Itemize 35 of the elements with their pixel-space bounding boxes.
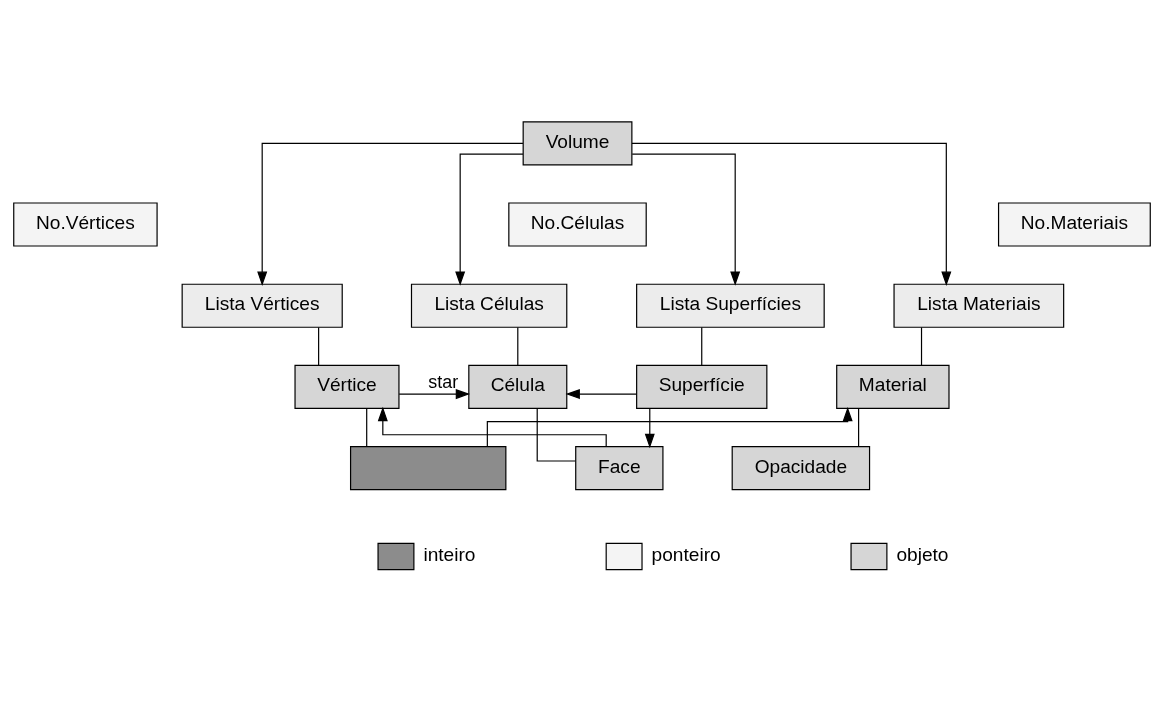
node-box: Opacidade xyxy=(731,445,871,490)
node-box: Lista Superfícies xyxy=(636,283,825,328)
arrow xyxy=(377,406,607,447)
node-box: No.Vértices xyxy=(13,201,158,247)
connector xyxy=(536,407,576,462)
node-box: Material xyxy=(836,364,950,409)
node-box: No.Materiais xyxy=(997,201,1151,247)
connector xyxy=(318,326,320,366)
arrow xyxy=(398,388,471,399)
legend-label: objeto xyxy=(896,543,949,565)
node-box: Face xyxy=(575,445,664,490)
arrow xyxy=(486,406,853,447)
legend-label: inteiro xyxy=(423,543,476,565)
arrow xyxy=(455,152,524,286)
node-box: Lista Células xyxy=(410,283,568,328)
node-box: Superfície xyxy=(636,364,768,409)
node-box: Vértice xyxy=(294,364,400,409)
edge-label: star xyxy=(428,371,459,392)
connector xyxy=(366,407,368,447)
arrow xyxy=(644,407,655,448)
arrow xyxy=(631,152,741,286)
arrow xyxy=(257,142,524,286)
node-box: Volume xyxy=(522,120,633,165)
node-box: Célula xyxy=(468,364,568,409)
node-box xyxy=(350,445,507,490)
node-box: Lista Vértices xyxy=(181,283,343,328)
connector xyxy=(701,326,703,366)
node-box: Lista Materiais xyxy=(893,283,1065,328)
arrow xyxy=(631,142,952,286)
connector xyxy=(858,407,860,447)
arrow xyxy=(565,388,637,399)
connector xyxy=(517,326,519,366)
legend-label: ponteiro xyxy=(651,543,721,565)
node-box: No.Células xyxy=(508,201,647,247)
connector xyxy=(920,326,923,366)
